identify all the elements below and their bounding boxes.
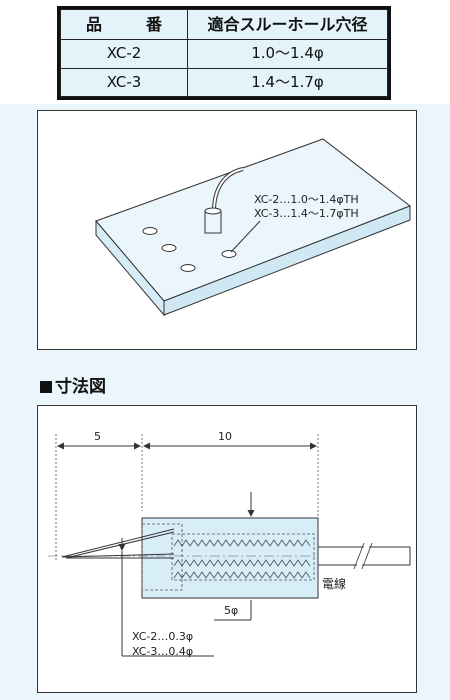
wire-label: 電線 — [322, 576, 346, 591]
callout-leader — [230, 220, 261, 253]
header-part-number: 品 番 — [60, 8, 188, 41]
callout-text-line1: XC-2…1.0〜1.4φTH — [254, 193, 359, 206]
dimension-drawing-frame: 5 10 電線 5φ XC-2…0 — [37, 405, 417, 693]
note-line1: XC-2…0.3φ — [132, 630, 193, 643]
table-row: XC-3 1.4〜1.7φ — [60, 67, 388, 98]
cell-part: XC-2 — [60, 39, 188, 69]
spring-coil — [173, 539, 311, 579]
section-heading: 寸法図 — [40, 372, 106, 397]
spec-table: 品 番 適合スルーホール穴径 XC-2 1.0〜1.4φ XC-3 1.4〜1.… — [57, 6, 391, 100]
through-hole — [161, 244, 177, 252]
pin-wire-inner — [213, 168, 244, 212]
inner-bore — [141, 523, 183, 591]
section-heading-text: 寸法図 — [55, 377, 106, 397]
cell-diameter: 1.4〜1.7φ — [187, 67, 388, 98]
table-row: XC-2 1.0〜1.4φ — [60, 39, 388, 69]
cell-part: XC-3 — [60, 67, 188, 98]
pin-lead — [61, 528, 175, 558]
cell-diameter: 1.0〜1.4φ — [187, 39, 388, 69]
square-bullet-icon — [40, 381, 52, 393]
note-line2: XC-3…0.4φ — [132, 645, 193, 658]
through-hole — [142, 227, 158, 235]
dimension-label-10: 10 — [218, 430, 232, 443]
through-hole — [221, 250, 237, 258]
dimension-label-5: 5 — [94, 430, 101, 443]
diameter-label: 5φ — [224, 604, 238, 617]
through-hole — [180, 264, 196, 272]
top-panel: 品 番 適合スルーホール穴径 XC-2 1.0〜1.4φ XC-3 1.4〜1.… — [0, 0, 450, 104]
header-hole-diameter: 適合スルーホール穴径 — [187, 8, 388, 41]
callout-text-line2: XC-3…1.4〜1.7φTH — [254, 207, 359, 220]
table-header-row: 品 番 適合スルーホール穴径 — [60, 8, 388, 41]
pcb-illustration: XC-2…1.0〜1.4φTH XC-3…1.4〜1.7φTH — [95, 138, 412, 317]
dimension-drawing: 5 10 電線 5φ XC-2…0 — [48, 430, 411, 658]
pcb-illustration-frame: XC-2…1.0〜1.4φTH XC-3…1.4〜1.7φTH — [37, 110, 417, 350]
board-side-edge — [163, 205, 411, 316]
